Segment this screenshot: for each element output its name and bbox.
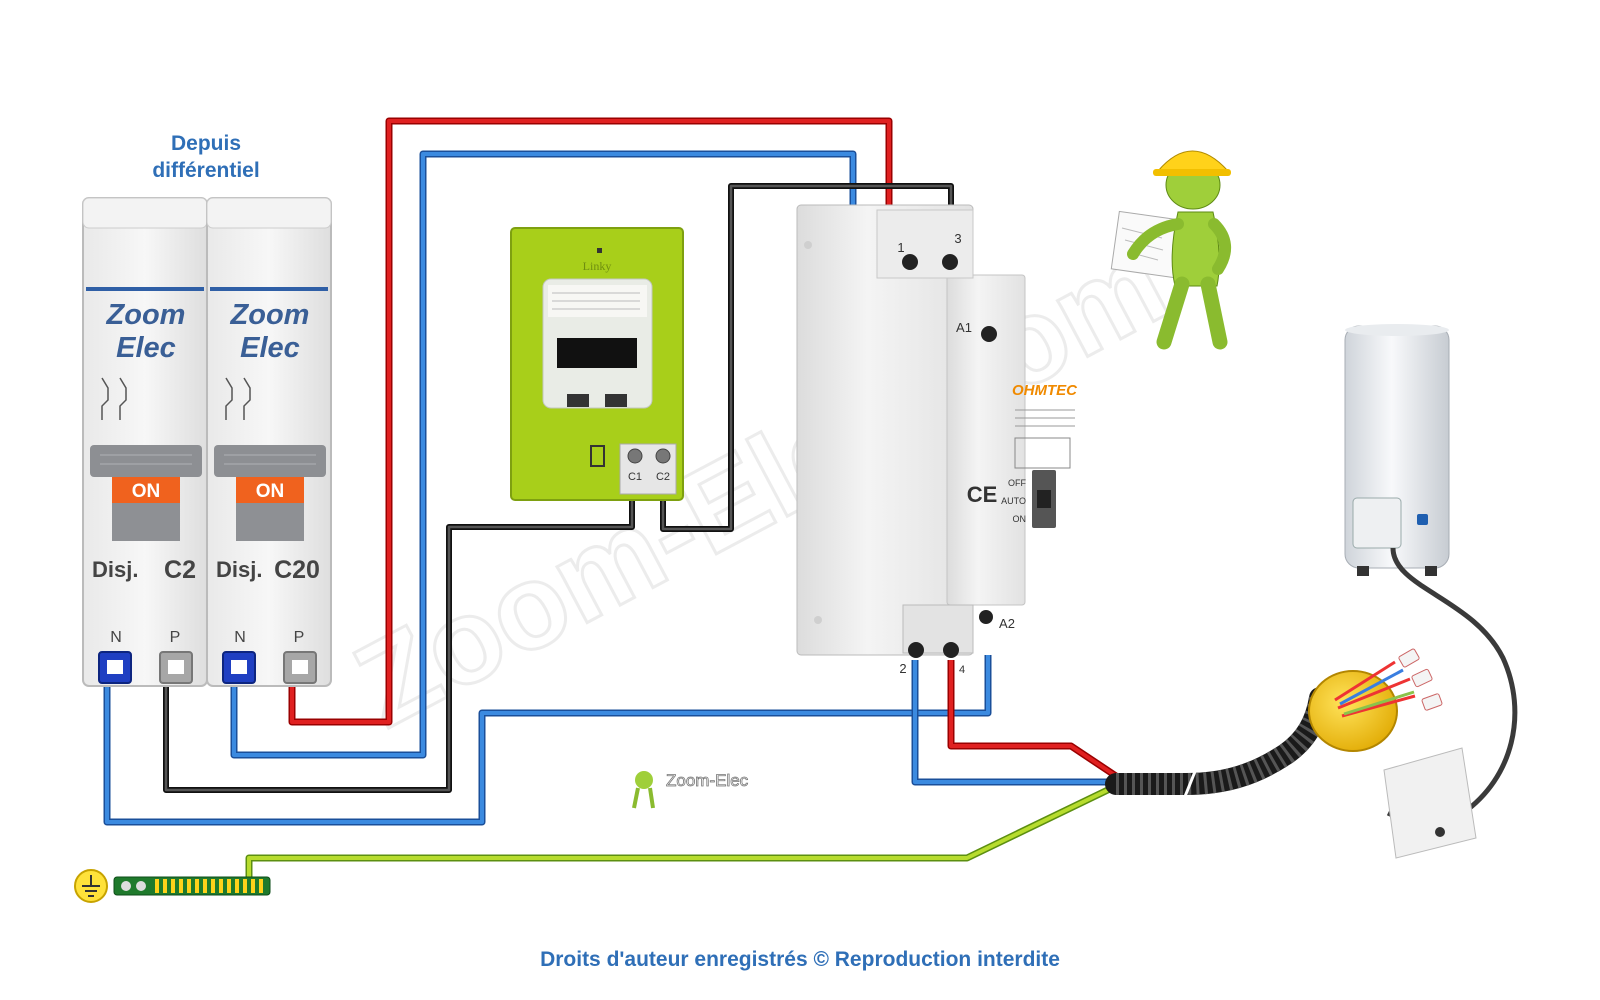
breaker-symbol-icon — [225, 377, 251, 420]
meter-c2-label: C2 — [656, 471, 670, 483]
terminal-p-label: P — [294, 629, 305, 646]
phase-wire-output — [947, 660, 1118, 779]
contactor-mode-on: ON — [1013, 514, 1027, 524]
breaker-c20[interactable]: Zoom Elec ON Disj. C20 N P — [206, 197, 332, 687]
contactor-mode-off: OFF — [1008, 478, 1026, 488]
breaker-brand-line2: Elec — [116, 332, 176, 364]
contactor-terminal-a1: A1 — [956, 320, 972, 335]
breaker-brand-line1: Zoom — [106, 299, 186, 331]
sheathed-cable — [1105, 687, 1331, 795]
breaker-c2[interactable]: Zoom Elec ON Disj. C2 N P — [82, 197, 208, 687]
breaker-rating: C2 — [164, 556, 196, 584]
breaker-rating: C20 — [274, 556, 320, 584]
contactor-screw-2[interactable] — [908, 642, 924, 658]
breaker-state: ON — [132, 481, 161, 502]
contactor-screw-3[interactable] — [942, 254, 958, 270]
breaker-brand-line2: Elec — [240, 332, 300, 364]
contactor-screw-4[interactable] — [943, 642, 959, 658]
contactor-brand: OHMTEC — [1012, 382, 1078, 399]
copyright-footer: Droits d'auteur enregistrés © Reproducti… — [540, 948, 1060, 971]
contactor-screw-1[interactable] — [902, 254, 918, 270]
contactor-ce-mark: CE — [967, 482, 998, 507]
neutral-wire-coil — [103, 655, 992, 826]
breaker-symbol-icon — [101, 377, 127, 420]
meter-c1-label: C1 — [628, 471, 642, 483]
contactor-terminal-1: 1 — [897, 240, 904, 255]
breaker-state: ON — [256, 481, 285, 502]
terminal-p-label: P — [170, 629, 181, 646]
contactor-mode-auto: AUTO — [1001, 496, 1026, 506]
neutral-wire-output — [911, 660, 1116, 786]
source-label-line1: Depuis — [171, 132, 241, 155]
control-wire-meter-c2 — [660, 183, 954, 532]
contactor-terminal-4: 4 — [959, 664, 965, 676]
terminal-n-label: N — [234, 629, 246, 646]
control-wire-meter-c1 — [163, 486, 635, 793]
contactor-terminal-3: 3 — [954, 231, 961, 246]
contactor-terminal-a2: A2 — [999, 616, 1015, 631]
contactor-screw-a1[interactable] — [981, 326, 997, 342]
meter-brand: Linky — [583, 259, 612, 273]
earth-wire — [245, 782, 1118, 882]
source-label-line2: différentiel — [152, 159, 259, 182]
small-logo: Zoom-Elec — [632, 771, 749, 809]
contactor-screw-a2[interactable] — [979, 610, 993, 624]
contactor-terminal-2: 2 — [899, 661, 906, 676]
small-logo-text: Zoom-Elec — [666, 771, 749, 790]
watermark: Zoom-Elec.com — [335, 215, 1187, 753]
breaker-type-label: Disj. — [216, 557, 262, 582]
breaker-type-label: Disj. — [92, 557, 138, 582]
neutral-wire-supply — [230, 150, 857, 759]
meter-terminal-c2[interactable] — [655, 448, 671, 464]
contactor[interactable]: 1 3 A1 OHMTEC CE OFF AUTO ON A2 2 4 — [796, 204, 1078, 676]
breaker-brand-line1: Zoom — [230, 299, 310, 331]
earth-bar — [74, 869, 271, 903]
linky-meter[interactable]: Linky C1 C2 — [510, 227, 684, 501]
meter-terminal-c1[interactable] — [627, 448, 643, 464]
wires — [103, 117, 1118, 882]
terminal-n-label: N — [110, 629, 122, 646]
worker-figure-icon — [1110, 150, 1231, 350]
meter-display — [557, 338, 637, 368]
phase-wire-supply — [288, 117, 893, 726]
junction-box-icon — [1105, 648, 1477, 859]
